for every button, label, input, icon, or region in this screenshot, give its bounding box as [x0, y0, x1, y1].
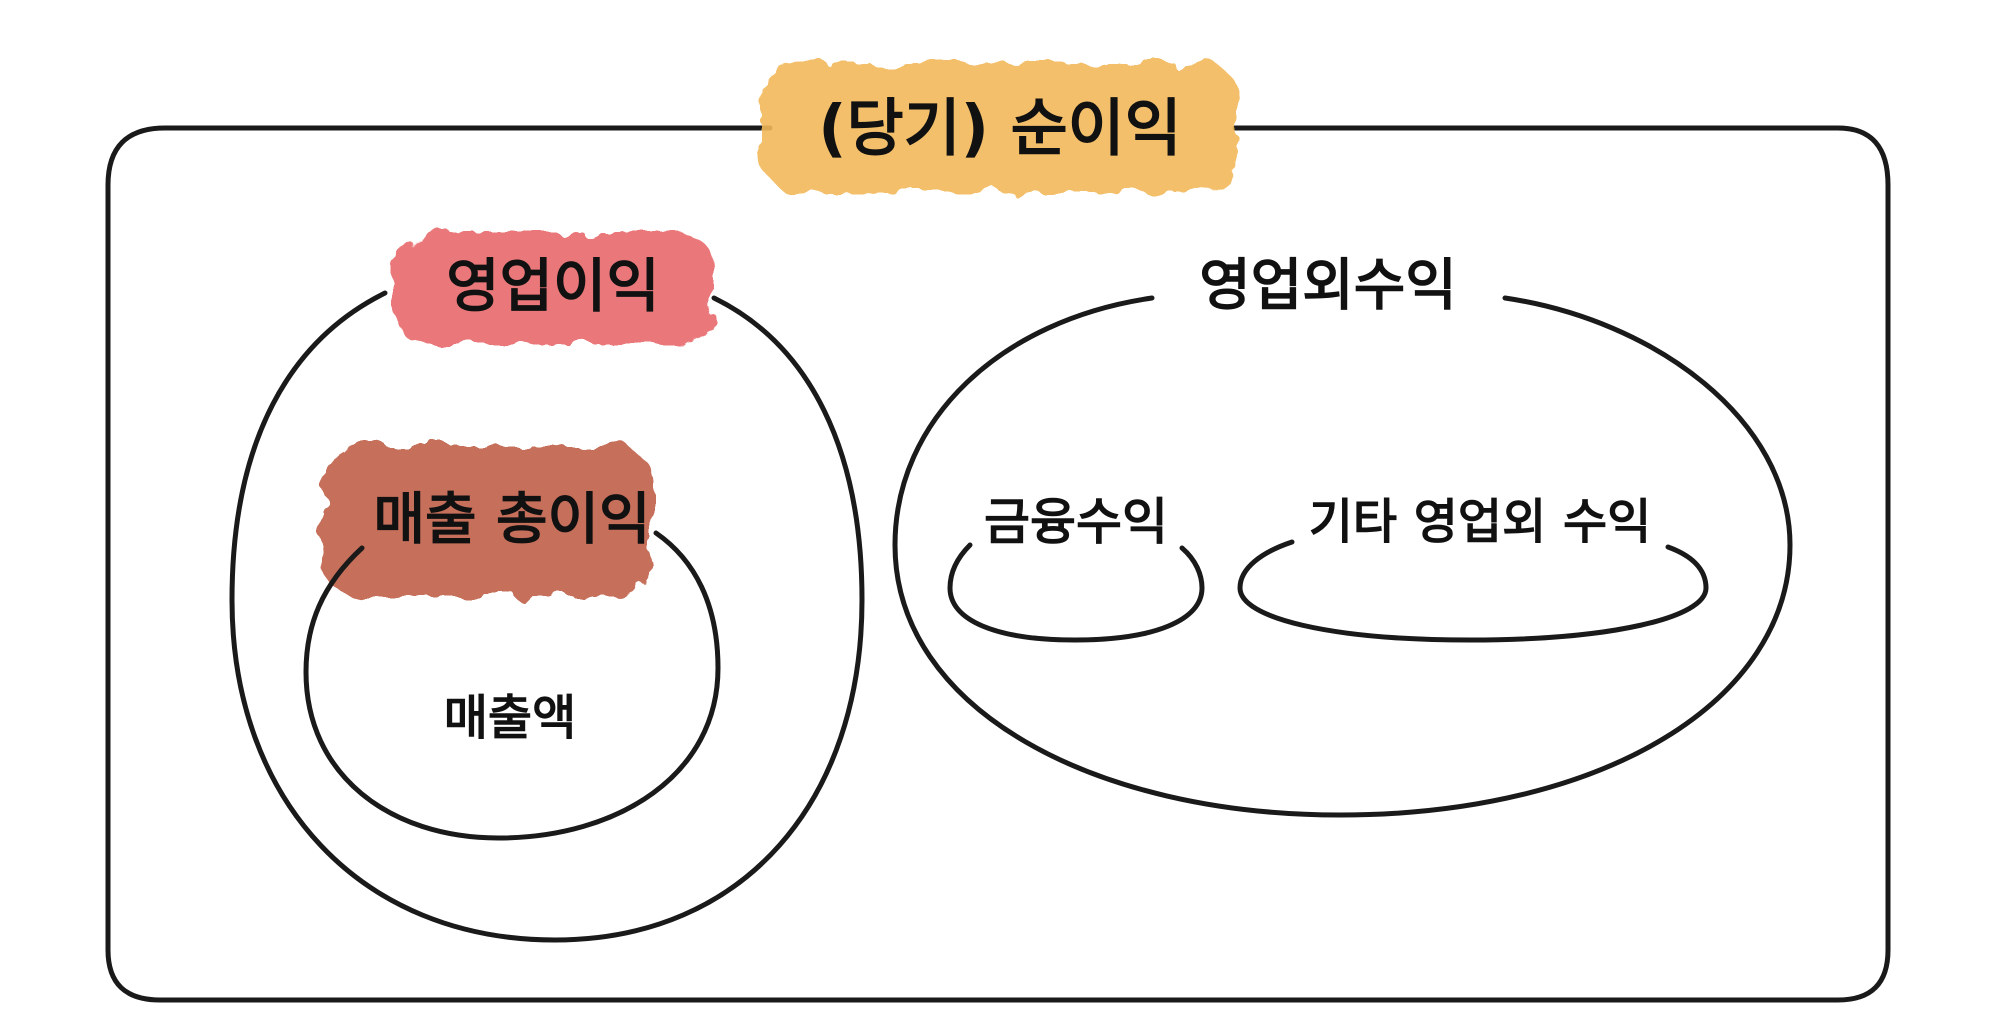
gross-profit-highlight	[322, 446, 652, 596]
financial-income-label: 금융수익	[984, 493, 1168, 551]
operating-income-highlight	[392, 232, 714, 344]
net-income-highlight	[760, 62, 1240, 192]
financial-income-ellipse	[947, 542, 1205, 643]
gross-profit-label: 매출 총이익	[373, 488, 650, 553]
revenue-label: 매출액	[444, 690, 576, 746]
other-non-operating-income-label: 기타 영업외 수익	[1309, 494, 1652, 550]
operating-income-circle	[229, 290, 865, 943]
net-income-frame	[105, 125, 1891, 1003]
other-non-operating-income-ellipse	[1237, 539, 1709, 643]
gross-profit-circle	[303, 530, 721, 841]
net-income-label: (당기) 순이익	[818, 92, 1181, 165]
non-operating-income-label: 영업외수익	[1199, 254, 1457, 319]
operating-income-label: 영업이익	[446, 252, 659, 320]
non-operating-income-ellipse	[892, 295, 1793, 818]
